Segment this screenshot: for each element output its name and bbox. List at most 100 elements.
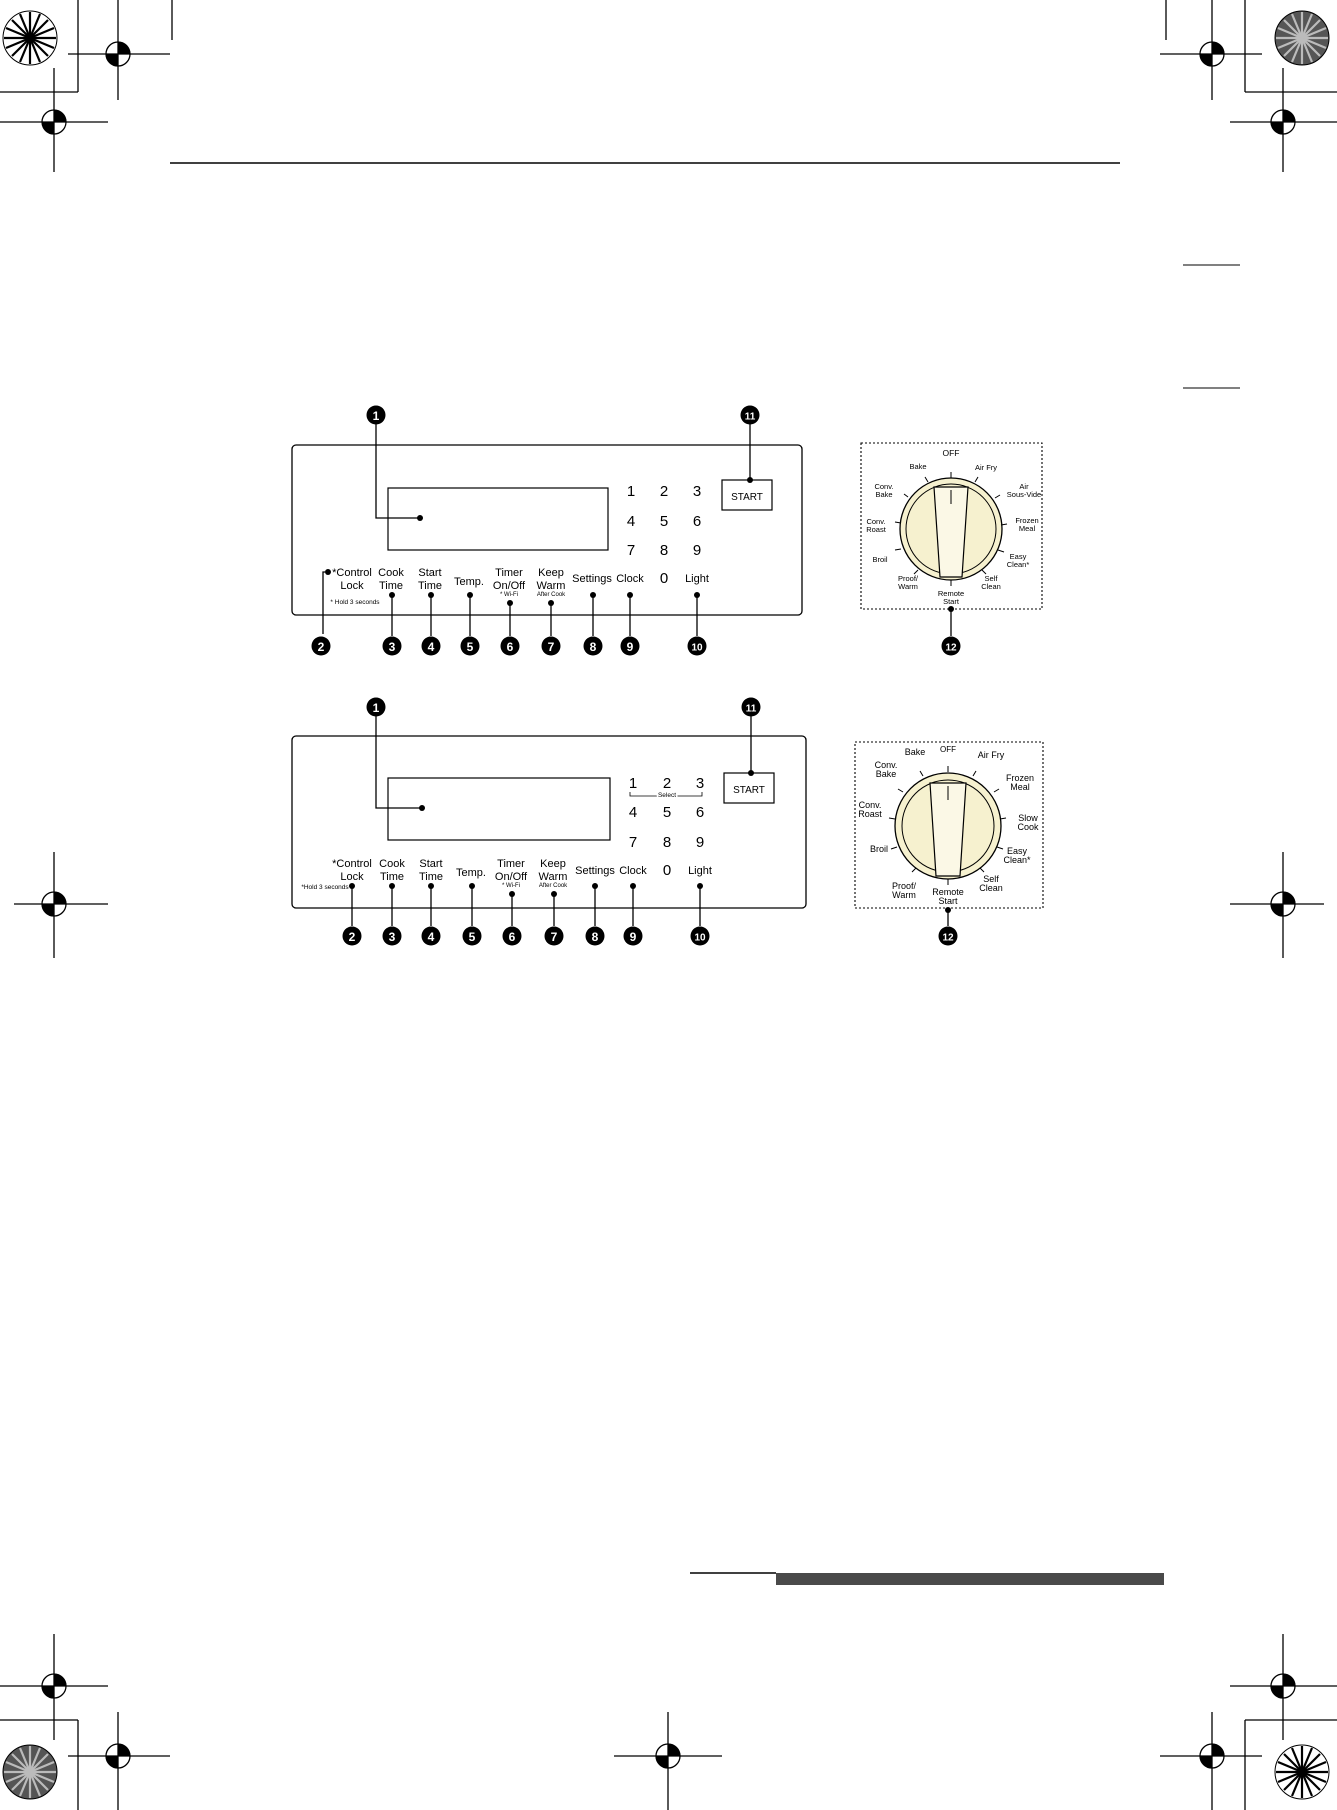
svg-text:Meal: Meal <box>1019 524 1036 533</box>
key-3[interactable]: 3 <box>696 775 704 792</box>
start-button[interactable]: START <box>723 772 775 804</box>
key-0[interactable]: 0 <box>660 570 668 587</box>
svg-text:Timer: Timer <box>495 567 523 579</box>
dial-frozen-meal: Frozen <box>1015 516 1038 525</box>
key-4[interactable]: 4 <box>627 513 635 530</box>
start-time-button[interactable]: Start Time <box>418 567 442 592</box>
dial-bake: Bake <box>905 747 926 757</box>
key-3[interactable]: 3 <box>693 483 701 500</box>
svg-text:11: 11 <box>745 412 756 423</box>
key-6[interactable]: 6 <box>696 804 704 821</box>
key-5[interactable]: 5 <box>660 513 668 530</box>
svg-text:Keep: Keep <box>538 567 564 579</box>
key-9[interactable]: 9 <box>693 542 701 559</box>
svg-text:After Cook: After Cook <box>537 592 566 598</box>
dial-knob[interactable] <box>894 772 1002 880</box>
clock-button[interactable]: Clock <box>616 573 644 585</box>
dial-conv-bake: Conv. <box>875 760 898 770</box>
settings-button[interactable]: Settings <box>572 573 612 585</box>
svg-text:Clean: Clean <box>981 582 1001 591</box>
dial-bake: Bake <box>909 462 926 471</box>
control-lock-button[interactable]: *Control Lock <box>332 858 372 883</box>
cook-time-button[interactable]: Cook Time <box>378 567 404 592</box>
key-2[interactable]: 2 <box>660 483 668 500</box>
color-star-icon <box>2 1744 58 1800</box>
temp-button[interactable]: Temp. <box>456 867 486 879</box>
key-8[interactable]: 8 <box>663 834 671 851</box>
dial-proof-warm: Proof/ <box>898 574 919 583</box>
callout-5: 5 <box>460 592 480 656</box>
hold-note: *Hold 3 seconds <box>301 884 349 891</box>
key-0[interactable]: 0 <box>663 862 671 879</box>
callout-11: 11 <box>741 697 761 776</box>
callout-2: 2 <box>311 569 331 656</box>
svg-text:10: 10 <box>691 643 703 654</box>
key-7[interactable]: 7 <box>627 542 635 559</box>
svg-text:Roast: Roast <box>858 809 882 819</box>
key-5[interactable]: 5 <box>663 804 671 821</box>
svg-text:Time: Time <box>419 871 443 883</box>
button-row: *Control Lock * Hold 3 seconds Cook Time… <box>330 567 709 606</box>
control-lock-button[interactable]: *Control Lock <box>332 567 372 592</box>
key-6[interactable]: 6 <box>693 513 701 530</box>
dial-conv-roast: Conv. <box>866 517 885 526</box>
svg-text:11: 11 <box>746 704 757 715</box>
svg-text:Warm: Warm <box>892 890 916 900</box>
svg-text:Lock: Lock <box>340 580 364 592</box>
dial-easy-clean: Easy <box>1010 552 1027 561</box>
svg-text:12: 12 <box>942 933 954 944</box>
keep-warm-button[interactable]: Keep Warm After Cook <box>537 567 567 598</box>
cook-time-button[interactable]: Cook Time <box>379 858 405 883</box>
svg-text:10: 10 <box>694 933 706 944</box>
dial-off: OFF <box>940 745 956 754</box>
key-2[interactable]: 2 <box>663 775 671 792</box>
svg-text:Sous-Vide: Sous-Vide <box>1007 490 1041 499</box>
display-window <box>387 777 611 841</box>
registration-target-icon <box>105 41 131 67</box>
svg-text:Warm: Warm <box>537 580 566 592</box>
color-star-icon <box>1274 1744 1330 1800</box>
callout-10: 10 <box>690 883 710 946</box>
key-8[interactable]: 8 <box>660 542 668 559</box>
callout-9: 9 <box>623 883 643 946</box>
start-time-button[interactable]: Start Time <box>419 858 443 883</box>
control-panel-upper: 1 1 2 3 4 5 6 7 8 9 0 START 11 <box>291 405 1043 656</box>
dial-air-fry: Air Fry <box>975 463 997 472</box>
color-star-icon <box>2 10 58 66</box>
key-9[interactable]: 9 <box>696 834 704 851</box>
dial-remote-start: Remote <box>932 887 964 897</box>
svg-text:Select: Select <box>658 792 676 799</box>
timer-button[interactable]: Timer On/Off * Wi-Fi <box>495 858 528 889</box>
button-row: *Control Lock *Hold 3 seconds Cook Time … <box>301 858 712 891</box>
key-4[interactable]: 4 <box>629 804 637 821</box>
key-1[interactable]: 1 <box>627 483 635 500</box>
light-button[interactable]: Light <box>685 573 709 585</box>
dial-easy-clean: Easy <box>1007 846 1028 856</box>
panel-frame <box>291 444 803 616</box>
key-7[interactable]: 7 <box>629 834 637 851</box>
dial-off: OFF <box>943 448 960 458</box>
key-1[interactable]: 1 <box>629 775 637 792</box>
callout-6: 6 <box>502 891 522 946</box>
svg-text:Lock: Lock <box>340 871 364 883</box>
svg-text:2: 2 <box>349 930 356 944</box>
callout-4: 4 <box>421 592 441 656</box>
settings-button[interactable]: Settings <box>575 865 615 877</box>
callout-11: 11 <box>740 405 760 483</box>
svg-text:Time: Time <box>379 580 403 592</box>
svg-text:Start: Start <box>419 858 442 870</box>
timer-button[interactable]: Timer On/Off * Wi-Fi <box>493 567 526 598</box>
callout-3: 3 <box>382 883 402 946</box>
dial-knob[interactable] <box>899 477 1003 581</box>
callout-9: 9 <box>620 592 640 656</box>
start-button[interactable]: START <box>721 479 773 511</box>
light-button[interactable]: Light <box>688 865 712 877</box>
numeric-keypad: 1 2 3 4 5 6 7 8 9 0 <box>629 775 704 879</box>
callout-4: 4 <box>421 883 441 946</box>
temp-button[interactable]: Temp. <box>454 576 484 588</box>
svg-text:*Control: *Control <box>332 567 372 579</box>
clock-button[interactable]: Clock <box>619 865 647 877</box>
keep-warm-button[interactable]: Keep Warm After Cook <box>539 858 569 889</box>
dial-proof-warm: Proof/ <box>892 881 917 891</box>
callout-2: 2 <box>342 883 362 946</box>
